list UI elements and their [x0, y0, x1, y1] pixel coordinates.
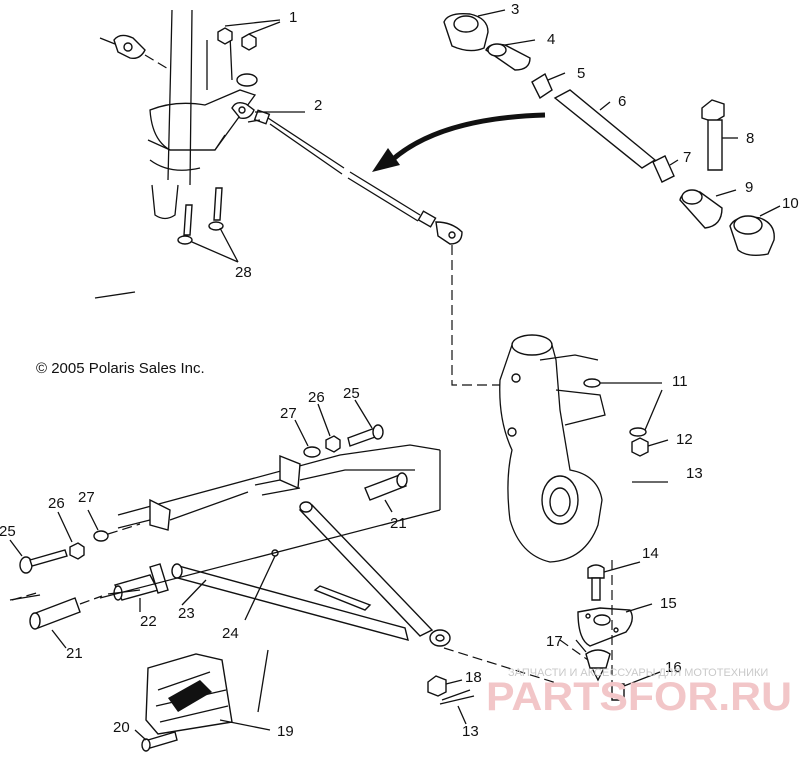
callout-c12: 12	[676, 431, 693, 448]
callout-c7: 7	[683, 149, 691, 166]
callout-c13b: 13	[462, 723, 479, 740]
bolt-8	[701, 99, 738, 171]
callout-c27a: 27	[78, 489, 95, 506]
watermark-tagline: ЗАПЧАСТИ И АКСЕССУАРЫ ДЛЯ МОТОТЕХНИКИ	[508, 667, 768, 679]
callout-c28: 28	[235, 264, 252, 281]
sleeve-7	[652, 155, 679, 183]
frame-line	[94, 291, 136, 299]
callout-c6: 6	[618, 93, 626, 110]
callout-c22: 22	[140, 613, 157, 630]
bushing-10	[729, 205, 781, 257]
callout-c18: 18	[465, 669, 482, 686]
callout-c20: 20	[113, 719, 130, 736]
ball-joint-17	[575, 639, 611, 682]
bolt-14	[587, 561, 641, 601]
callout-c15: 15	[660, 595, 677, 612]
nut-16	[611, 671, 661, 701]
spindle-knuckle	[499, 334, 606, 563]
bolt-20	[134, 729, 178, 752]
sleeve-5	[531, 72, 566, 100]
copyright-text: © 2005 Polaris Sales Inc.	[36, 360, 205, 377]
callout-c11: 11	[672, 373, 688, 390]
callout-c17: 17	[546, 633, 563, 650]
callout-labels: 1 2 3 4 5 6 7 8 9 10 11 12 13 14 15 16 1…	[0, 1, 799, 740]
callout-c26b: 26	[308, 389, 325, 406]
callout-c10: 10	[782, 195, 799, 212]
callout-c2: 2	[314, 97, 322, 114]
tie-rod	[231, 101, 463, 245]
watermark-brand: PARTSFOR.RU	[486, 675, 792, 719]
bushing-4	[485, 39, 536, 71]
pivot-tube-22	[113, 563, 169, 612]
callout-c1: 1	[289, 9, 297, 26]
sleeve-21-left	[29, 597, 81, 649]
callout-c21a: 21	[66, 645, 83, 662]
bushing-3	[443, 9, 506, 52]
callout-c5: 5	[577, 65, 585, 82]
callout-c3: 3	[511, 1, 519, 18]
callout-c14: 14	[642, 545, 659, 562]
a-arm-bushing-end	[429, 629, 451, 647]
frame-bracket	[9, 444, 441, 601]
pivot-shaft-6	[553, 89, 657, 169]
callout-c8: 8	[746, 130, 754, 147]
callout-c25b: 25	[343, 385, 360, 402]
callout-c16: 16	[665, 659, 682, 676]
callout-c23: 23	[178, 605, 195, 622]
steering-post	[147, 9, 258, 220]
callout-c27b: 27	[280, 405, 297, 422]
hardware-left	[9, 509, 141, 574]
callout-c19: 19	[277, 723, 294, 740]
callout-c21b: 21	[390, 515, 407, 532]
tie-rod-end-upper	[99, 34, 171, 71]
leader-dash-arm	[443, 647, 567, 687]
callout-c13a: 13	[686, 465, 703, 482]
plate-15	[577, 603, 653, 647]
callout-c24: 24	[222, 625, 239, 642]
callout-c26a: 26	[48, 495, 65, 512]
callout-c9: 9	[745, 179, 753, 196]
bushing-9	[679, 189, 737, 229]
watermark: ЗАПЧАСТИ И АКСЕССУАРЫ ДЛЯ МОТОТЕХНИКИ PA…	[486, 667, 792, 719]
nuts-1	[217, 19, 281, 51]
leader-dash-17	[559, 639, 589, 661]
direction-arrow	[372, 112, 546, 172]
leader-dash-tierod	[451, 245, 500, 386]
sleeve-21-right	[364, 472, 408, 513]
cotter-pin-13-lower	[439, 689, 475, 725]
washers-11	[583, 378, 663, 437]
callout-c25a: 25	[0, 523, 16, 540]
callout-c4: 4	[547, 31, 555, 48]
nut-18	[427, 675, 463, 697]
hardware-right	[294, 399, 384, 458]
bolts-28	[177, 187, 239, 263]
guard-plate-19	[145, 649, 271, 735]
nut-12	[631, 437, 669, 457]
leader-dash-left	[11, 591, 103, 605]
